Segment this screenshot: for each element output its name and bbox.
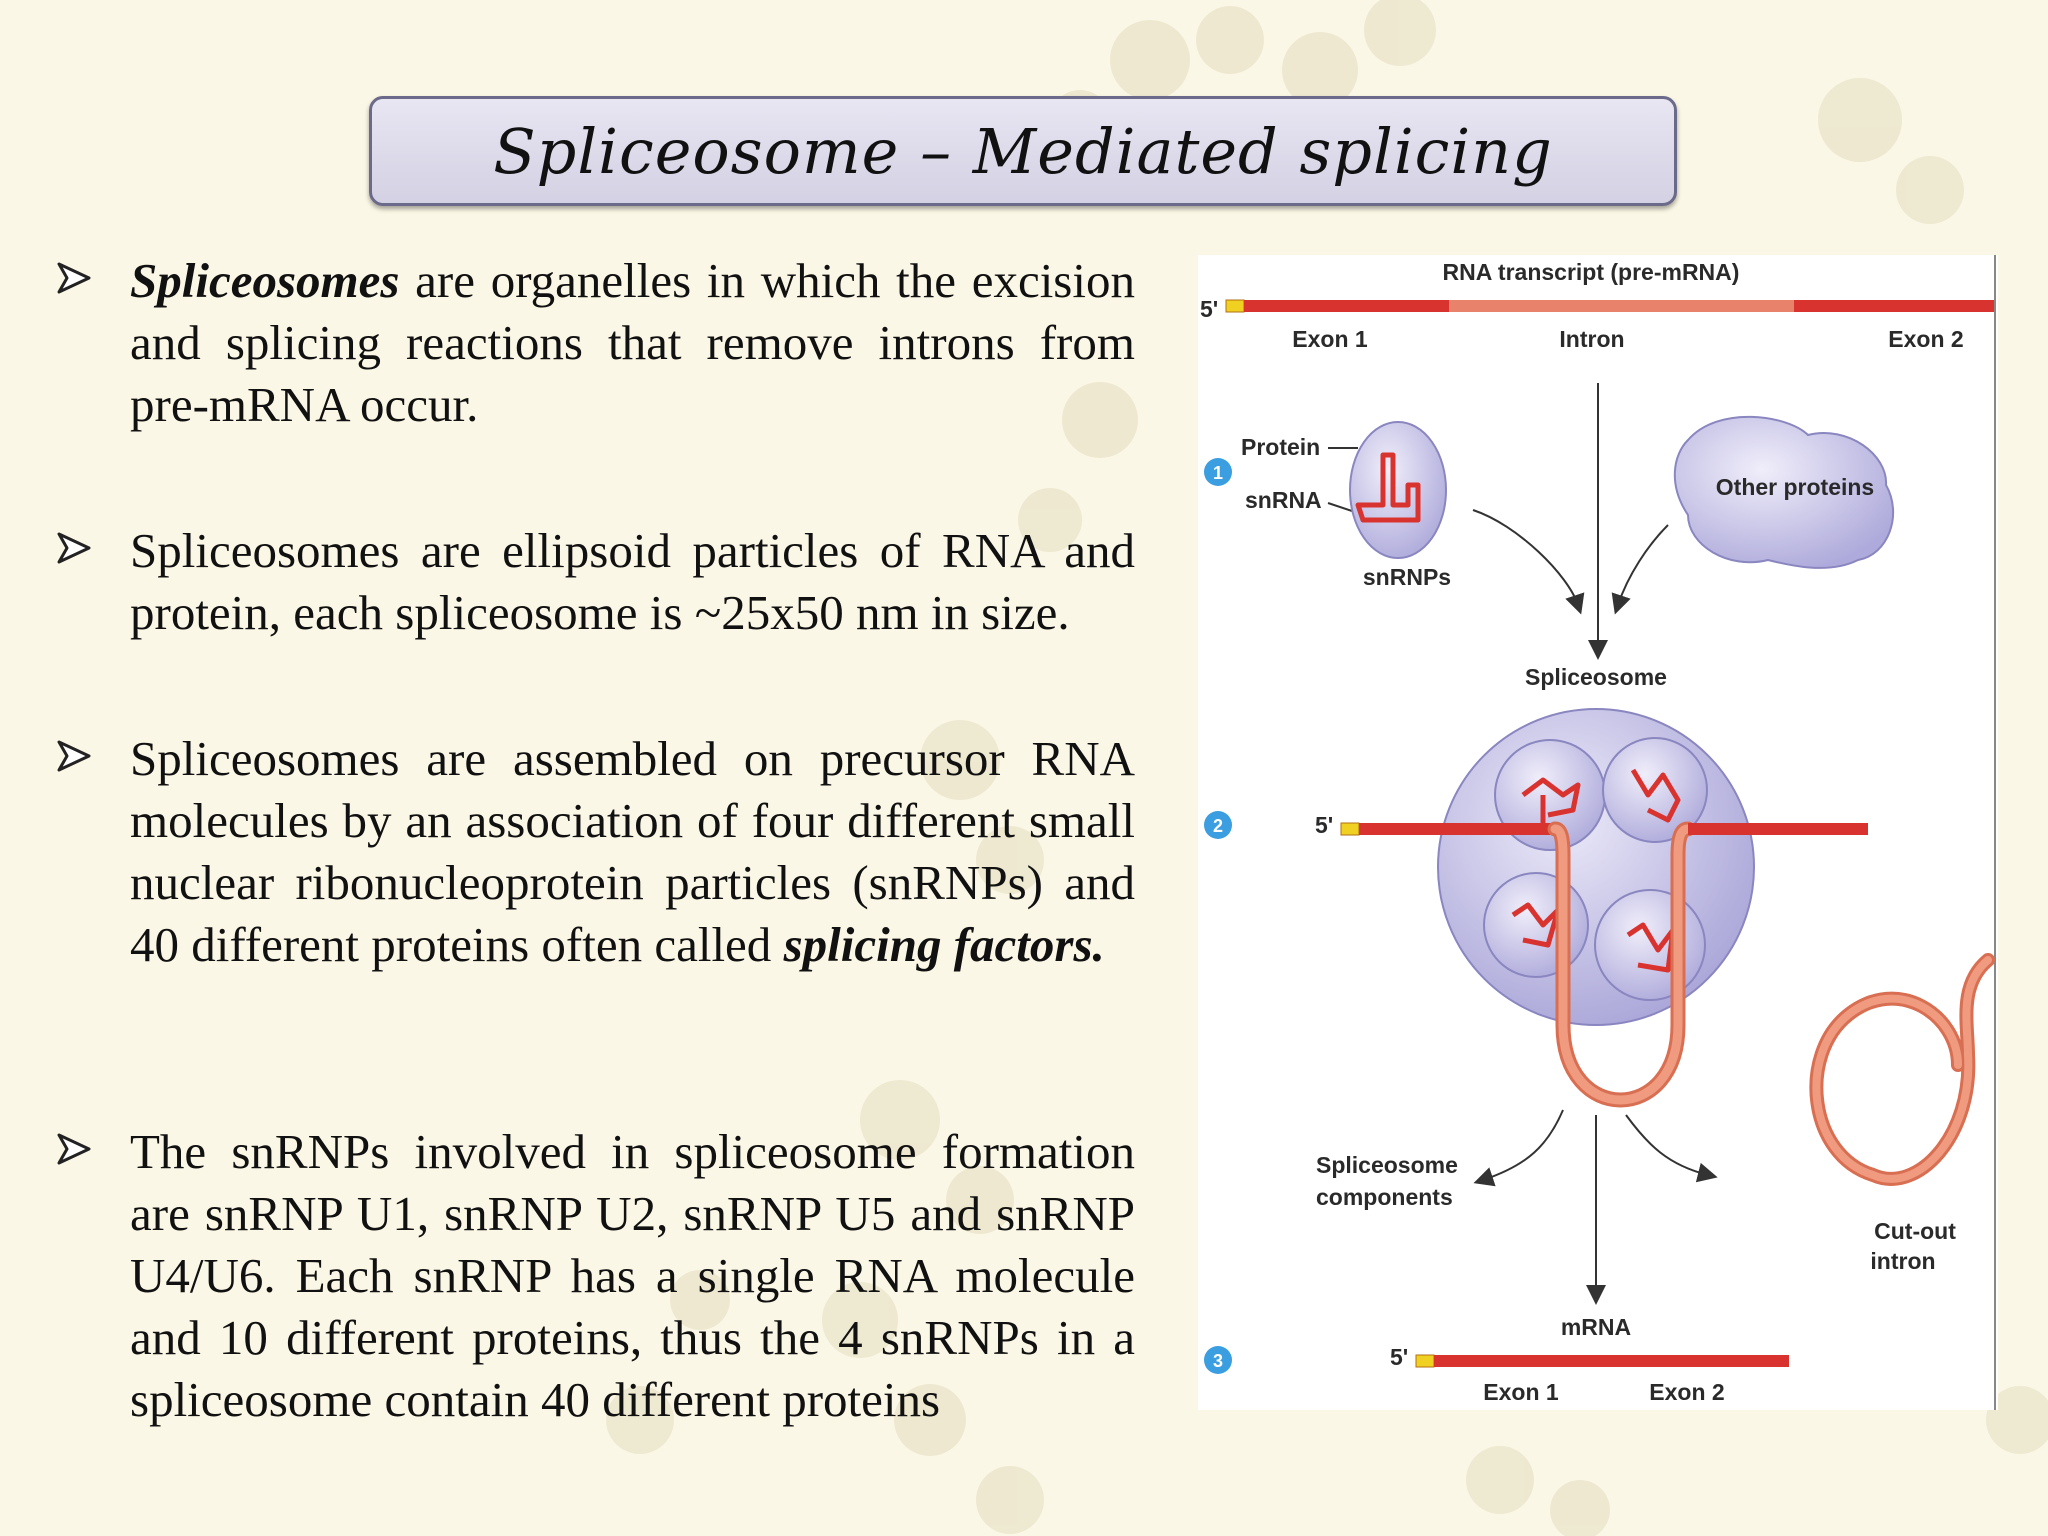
step2-number: 2: [1213, 816, 1223, 836]
mrna-exon1-label: Exon 1: [1483, 1379, 1559, 1405]
bullet-text: The snRNPs involved in spliceosome forma…: [130, 1121, 1135, 1431]
spliceosome-label: Spliceosome: [1525, 664, 1667, 690]
snrna-label: snRNA: [1245, 487, 1322, 513]
bullet-body: Spliceosomes are ellipsoid particles of …: [130, 523, 1135, 640]
bullet-item-3: Spliceosomes are assembled on precursor …: [55, 728, 1135, 976]
five-prime-label: 5': [1200, 296, 1218, 322]
five-prime-cap: [1225, 299, 1245, 313]
bullet-lead-term: Spliceosomes: [130, 253, 400, 308]
bullet-body: Spliceosomes are assembled on precursor …: [130, 731, 1135, 972]
bullet-body: The snRNPs involved in spliceosome forma…: [130, 1124, 1135, 1427]
step1-icon: [1204, 458, 1232, 486]
bullet-tail-term: splicing factors.: [783, 917, 1105, 972]
five-prime-label-2: 5': [1315, 812, 1333, 838]
bullet-item-2: Spliceosomes are ellipsoid particles of …: [55, 520, 1135, 644]
title-banner: Spliceosome – Mediated splicing: [369, 96, 1677, 206]
intron-label: Intron: [1559, 326, 1624, 352]
spliceosome-components-label: Spliceosome: [1316, 1152, 1458, 1178]
other-proteins-blob: [1673, 415, 1895, 569]
bullet-text: Spliceosomes are organelles in which the…: [130, 250, 1135, 436]
components-label: components: [1316, 1184, 1453, 1210]
mrna-exon2: [1589, 1355, 1789, 1367]
exon2-segment: [1794, 300, 1994, 312]
other-proteins-label: Other proteins: [1716, 474, 1874, 500]
rna-transcript-label: RNA transcript (pre-mRNA): [1443, 259, 1740, 285]
intron-cutout-label: intron: [1870, 1248, 1935, 1274]
exon1-segment: [1244, 300, 1449, 312]
cutout-label: Cut-out: [1874, 1218, 1956, 1244]
exon1-label: Exon 1: [1292, 326, 1368, 352]
bullet-text: Spliceosomes are ellipsoid particles of …: [130, 520, 1135, 644]
spliceosome-complex: [1437, 708, 1755, 1026]
arrow-bullet-icon: [57, 1133, 91, 1165]
bullet-item-1: Spliceosomes are organelles in which the…: [55, 250, 1135, 436]
five-prime-label-3: 5': [1390, 1344, 1408, 1370]
protein-label: Protein: [1241, 434, 1320, 460]
snrnp-particle: [1349, 421, 1447, 559]
step1-number: 1: [1213, 463, 1223, 483]
step2-icon: [1204, 811, 1232, 839]
snrnps-label: snRNPs: [1363, 564, 1451, 590]
splicing-diagram: RNA transcript (pre-mRNA) 5' Exon 1 Intr…: [1198, 255, 1998, 1410]
mrna-exon1: [1434, 1355, 1589, 1367]
mrna-exon2-label: Exon 2: [1649, 1379, 1724, 1405]
mrna-label: mRNA: [1561, 1314, 1631, 1340]
bullet-item-4: The snRNPs involved in spliceosome forma…: [55, 1121, 1135, 1431]
arrow-bullet-icon: [57, 262, 91, 294]
bullet-body: are organelles in which the excision and…: [130, 253, 1135, 432]
bullet-text: Spliceosomes are assembled on precursor …: [130, 728, 1135, 976]
intron-segment: [1449, 300, 1794, 312]
step3-number: 3: [1213, 1351, 1223, 1371]
step3-icon: [1204, 1346, 1232, 1374]
arrow-bullet-icon: [57, 532, 91, 564]
arrow-bullet-icon: [57, 740, 91, 772]
page-title: Spliceosome – Mediated splicing: [493, 114, 1553, 188]
exon2-label: Exon 2: [1888, 326, 1963, 352]
